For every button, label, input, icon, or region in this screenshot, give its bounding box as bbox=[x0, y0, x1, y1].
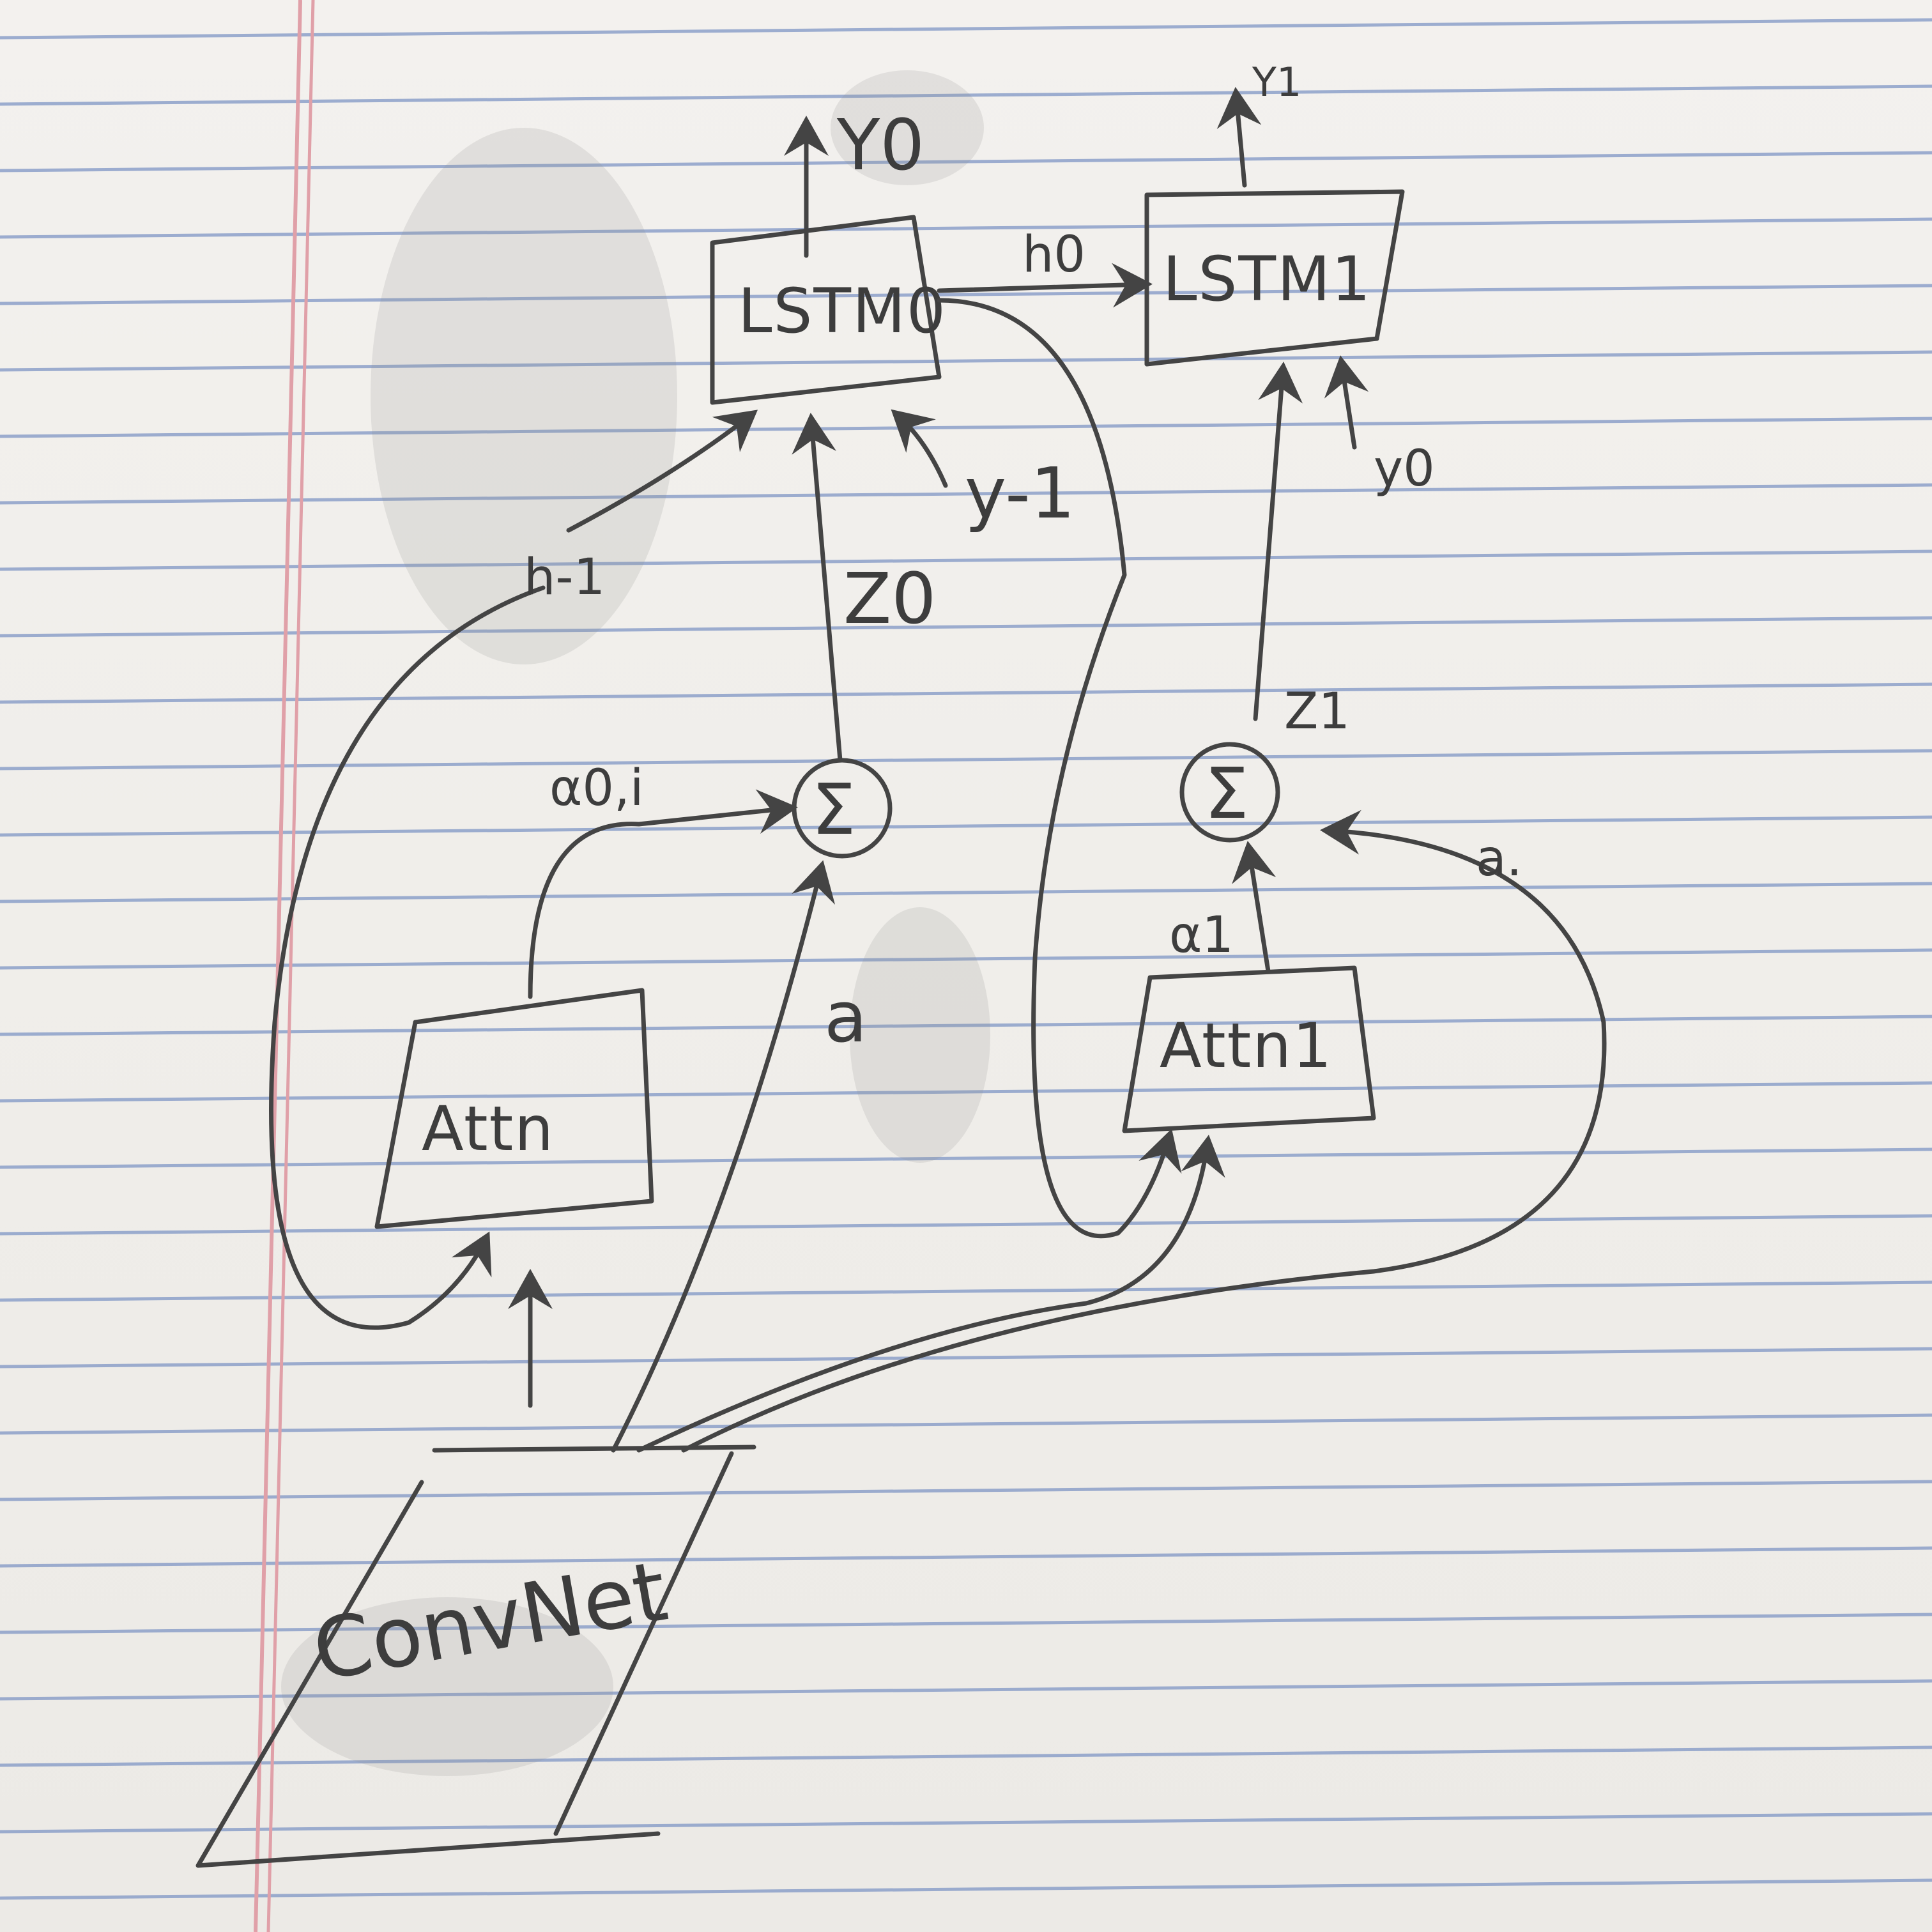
label-h0: h0 bbox=[1022, 226, 1085, 284]
edge-h-1-to-attn0 bbox=[269, 585, 546, 1330]
lstm1-label: LSTM1 bbox=[1163, 243, 1372, 315]
edge-h-1-to-lstm0 bbox=[566, 410, 758, 533]
rule-line bbox=[0, 1413, 1932, 1435]
rule-line bbox=[0, 1613, 1932, 1634]
rule-line bbox=[0, 1679, 1932, 1701]
rule-line bbox=[0, 616, 1932, 638]
edge-sum0-to-lstm0 bbox=[792, 413, 843, 763]
rule-line bbox=[0, 1280, 1932, 1302]
edge-y-1-to-lstm0 bbox=[891, 409, 948, 488]
label-y1-out: Y1 bbox=[1252, 59, 1301, 105]
lstm1-box bbox=[1144, 189, 1405, 367]
rule-line bbox=[0, 1812, 1932, 1834]
rule-line bbox=[0, 483, 1932, 505]
attn1-label: Attn1 bbox=[1160, 1010, 1333, 1082]
rule-line bbox=[0, 84, 1932, 106]
edge-convnet-to-attn1 bbox=[636, 1135, 1225, 1453]
rule-line bbox=[0, 151, 1932, 172]
rule-line bbox=[0, 882, 1932, 903]
edge-sum1-to-lstm1 bbox=[1253, 362, 1303, 721]
sum1-node: Σ bbox=[1179, 742, 1280, 843]
edge-attn0-to-sum0 bbox=[528, 789, 798, 999]
attn1-node: Attn1 bbox=[1122, 965, 1376, 1133]
convnet-box bbox=[195, 1451, 734, 1868]
rule-line bbox=[0, 1015, 1932, 1036]
edge-y0-to-lstm1 bbox=[1324, 355, 1369, 450]
smudge bbox=[850, 907, 990, 1163]
smudge bbox=[831, 70, 984, 185]
rule-line bbox=[0, 217, 1932, 239]
rule-line bbox=[0, 1546, 1932, 1568]
attn0-box bbox=[374, 988, 654, 1229]
rule-line bbox=[0, 350, 1932, 372]
label-a-right: a. bbox=[1476, 830, 1522, 887]
smudge bbox=[371, 128, 677, 664]
label-alpha0: α0,i bbox=[549, 760, 644, 817]
rule-line bbox=[0, 1214, 1932, 1236]
convnet-top-line bbox=[432, 1445, 756, 1453]
convnet-node: ConvNet bbox=[195, 1445, 756, 1868]
rule-line bbox=[0, 1147, 1932, 1169]
label-a-left: a bbox=[824, 976, 867, 1058]
label-z1: Z1 bbox=[1284, 683, 1350, 740]
edge-a-to-sum0 bbox=[611, 860, 836, 1453]
edge-lstm0-to-lstm1 bbox=[937, 263, 1153, 308]
rule-line bbox=[0, 682, 1932, 704]
sum0-symbol: Σ bbox=[811, 769, 856, 850]
rule-line bbox=[0, 549, 1932, 571]
label-z0: Z0 bbox=[843, 558, 936, 640]
edge-lstm0-to-attn1 bbox=[937, 298, 1182, 1239]
edge-a-to-sum1 bbox=[681, 809, 1607, 1453]
label-y-minus1: y-1 bbox=[965, 452, 1075, 534]
smudge bbox=[281, 1597, 613, 1776]
label-h-minus1: h-1 bbox=[524, 549, 605, 606]
rule-line bbox=[0, 1347, 1932, 1368]
margin-line bbox=[254, 0, 302, 1932]
attn0-label: Attn bbox=[422, 1093, 555, 1165]
rule-line bbox=[0, 284, 1932, 305]
rule-line bbox=[0, 417, 1932, 438]
rule-line bbox=[0, 1745, 1932, 1767]
attn0-node: Attn bbox=[374, 988, 654, 1229]
lstm0-label: LSTM0 bbox=[738, 275, 947, 347]
rule-line bbox=[0, 749, 1932, 770]
label-y0-out: Y0 bbox=[836, 104, 924, 186]
rule-line bbox=[0, 1480, 1932, 1501]
margin-line-2 bbox=[266, 0, 315, 1932]
horizontal-rules bbox=[0, 18, 1932, 1900]
lstm1-node: LSTM1 bbox=[1144, 189, 1405, 367]
attn1-box bbox=[1122, 965, 1376, 1133]
rule-line bbox=[0, 1081, 1932, 1103]
rule-line bbox=[0, 18, 1932, 40]
label-y0-in: y0 bbox=[1374, 440, 1435, 498]
sum0-node: Σ bbox=[792, 758, 893, 859]
sum1-circle bbox=[1179, 742, 1280, 843]
rule-line bbox=[0, 948, 1932, 970]
rule-line bbox=[0, 815, 1932, 837]
rule-line bbox=[0, 1878, 1932, 1900]
lstm0-box bbox=[710, 215, 942, 405]
edge-lstm1-to-y1 bbox=[1216, 87, 1262, 188]
edge-attn1-to-sum1 bbox=[1232, 841, 1276, 974]
lstm0-node: LSTM0 bbox=[710, 215, 947, 405]
label-alpha1: α1 bbox=[1169, 907, 1234, 964]
sum1-symbol: Σ bbox=[1204, 753, 1249, 834]
